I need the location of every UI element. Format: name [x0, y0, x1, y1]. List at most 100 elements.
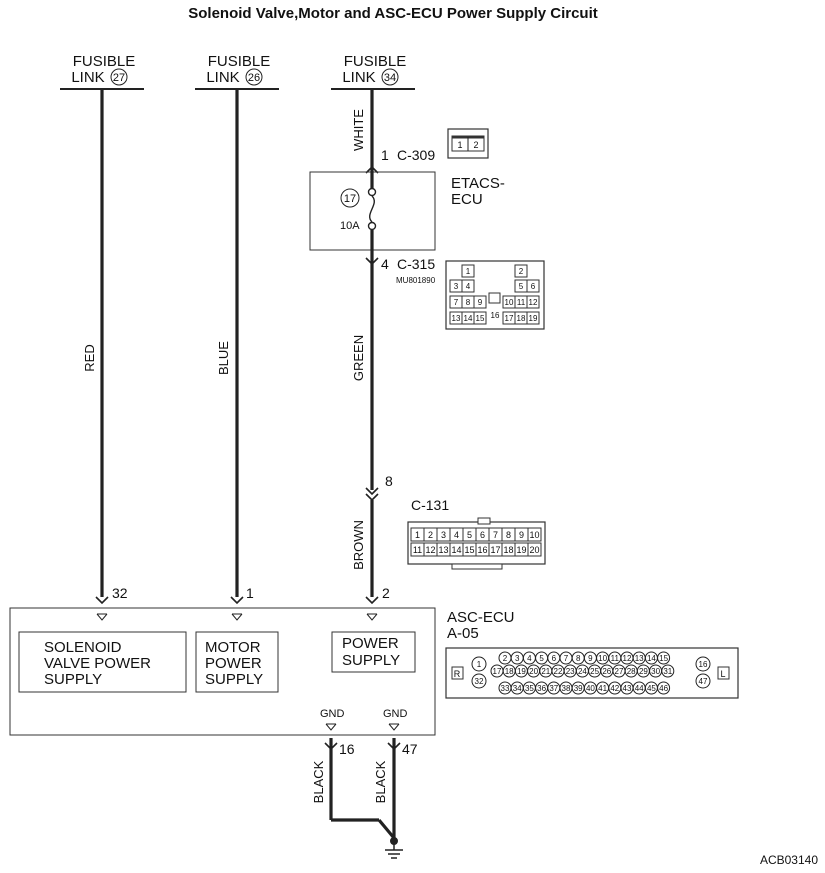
c131-cell-label: 4: [454, 530, 459, 540]
svg-text:LINK: LINK: [71, 69, 104, 86]
connector-c315-marker: 4 C-315 MU801890: [365, 256, 436, 285]
svg-text:SOLENOID: SOLENOID: [44, 639, 122, 656]
svg-text:LINK: LINK: [342, 69, 375, 86]
svg-text:WHITE: WHITE: [351, 109, 366, 151]
svg-text:8: 8: [385, 473, 393, 489]
a05-pin-label: 44: [635, 684, 644, 693]
svg-text:15: 15: [476, 314, 485, 323]
svg-text:GND: GND: [383, 708, 408, 720]
svg-text:VALVE POWER: VALVE POWER: [44, 655, 151, 672]
svg-text:27: 27: [113, 72, 125, 84]
a05-pin-label: 14: [647, 654, 656, 663]
a05-pin-label: 4: [527, 654, 532, 663]
svg-text:A-05: A-05: [447, 625, 479, 642]
svg-text:1: 1: [246, 585, 254, 601]
svg-text:LINK: LINK: [206, 69, 239, 86]
svg-text:L: L: [720, 669, 725, 679]
a05-pin-label: 12: [623, 654, 632, 663]
a05-pin-label: 40: [586, 684, 595, 693]
wire-blue: BLUE: [216, 89, 239, 597]
svg-text:FUSIBLE: FUSIBLE: [344, 53, 407, 70]
wire-white: WHITE: [351, 89, 374, 165]
a05-pin-label: 10: [598, 654, 607, 663]
a05-pin-label: 8: [576, 654, 581, 663]
a05-pin-label: 24: [578, 667, 587, 676]
fusible-link-26: FUSIBLE LINK 26: [195, 53, 279, 90]
svg-text:SUPPLY: SUPPLY: [205, 671, 263, 688]
svg-text:32: 32: [475, 677, 484, 686]
solenoid-valve-power-supply-block: SOLENOID VALVE POWER SUPPLY: [18, 631, 187, 693]
svg-text:17: 17: [344, 193, 356, 205]
svg-text:2: 2: [473, 140, 478, 150]
svg-text:GND: GND: [320, 708, 345, 720]
svg-text:4: 4: [466, 282, 471, 291]
svg-text:POWER: POWER: [342, 635, 399, 652]
a05-pin-label: 41: [598, 684, 607, 693]
svg-text:17: 17: [505, 314, 514, 323]
c131-cell-label: 8: [506, 530, 511, 540]
svg-text:C-315: C-315: [397, 256, 435, 272]
svg-text:47: 47: [699, 677, 708, 686]
c131-cell-label: 9: [519, 530, 524, 540]
svg-text:2: 2: [519, 267, 524, 276]
svg-text:C-131: C-131: [411, 497, 449, 513]
svg-text:1: 1: [457, 140, 462, 150]
a05-pin-label: 21: [541, 667, 550, 676]
a05-pin: [657, 651, 671, 665]
connector-c131-marker: 8 C-131: [365, 473, 449, 513]
a05-pin-label: 9: [588, 654, 593, 663]
a05-pin-label: 20: [529, 667, 538, 676]
c131-cell-label: 17: [490, 545, 500, 555]
svg-text:MOTOR: MOTOR: [205, 639, 261, 656]
a05-pin-label: 18: [505, 667, 514, 676]
svg-text:19: 19: [529, 314, 538, 323]
a05-pin-label: 26: [602, 667, 611, 676]
a05-pin: [657, 681, 671, 695]
a05-pin-label: 35: [525, 684, 534, 693]
c131-cell-label: 14: [451, 545, 461, 555]
c131-cell-label: 1: [415, 530, 420, 540]
wire-green: GREEN: [351, 258, 374, 490]
a05-pin-label: 25: [590, 667, 599, 676]
a05-pin-label: 22: [554, 667, 563, 676]
svg-text:32: 32: [112, 585, 128, 601]
svg-text:SUPPLY: SUPPLY: [44, 671, 102, 688]
svg-text:12: 12: [529, 298, 538, 307]
fusible-link-34: FUSIBLE LINK 34: [331, 53, 415, 90]
svg-text:GREEN: GREEN: [351, 335, 366, 381]
ground-symbol: [385, 837, 403, 859]
svg-text:ASC-ECU: ASC-ECU: [447, 609, 515, 626]
diagram-id: ACB03140: [760, 853, 818, 867]
svg-text:SUPPLY: SUPPLY: [342, 652, 400, 669]
connector-c309-marker: 1 C-309: [365, 147, 435, 174]
c131-cell-label: 7: [493, 530, 498, 540]
svg-text:10: 10: [505, 298, 514, 307]
c131-cell-label: 10: [529, 530, 539, 540]
c131-cell-label: 15: [464, 545, 474, 555]
svg-text:POWER: POWER: [205, 655, 262, 672]
a05-pin-label: 5: [539, 654, 544, 663]
diagram-title: Solenoid Valve,Motor and ASC-ECU Power S…: [188, 5, 598, 22]
power-supply-block: POWER SUPPLY: [331, 631, 416, 673]
svg-text:BLUE: BLUE: [216, 341, 231, 375]
c131-cell: [527, 527, 542, 542]
svg-text:16: 16: [699, 660, 708, 669]
svg-text:8: 8: [466, 298, 471, 307]
fusible-link-27: FUSIBLE LINK 27: [60, 53, 144, 90]
svg-text:14: 14: [464, 314, 473, 323]
svg-text:9: 9: [478, 298, 483, 307]
a05-pin-label: 45: [647, 684, 656, 693]
svg-text:34: 34: [384, 72, 396, 84]
a05-pin: [661, 664, 675, 678]
svg-text:7: 7: [454, 298, 459, 307]
svg-text:BLACK: BLACK: [373, 760, 388, 803]
c131-cell-label: 18: [503, 545, 513, 555]
a05-pin-label: 15: [659, 654, 668, 663]
svg-text:R: R: [454, 669, 461, 679]
c131-cell-label: 2: [428, 530, 433, 540]
svg-text:ECU: ECU: [451, 191, 483, 208]
svg-text:11: 11: [517, 298, 526, 307]
